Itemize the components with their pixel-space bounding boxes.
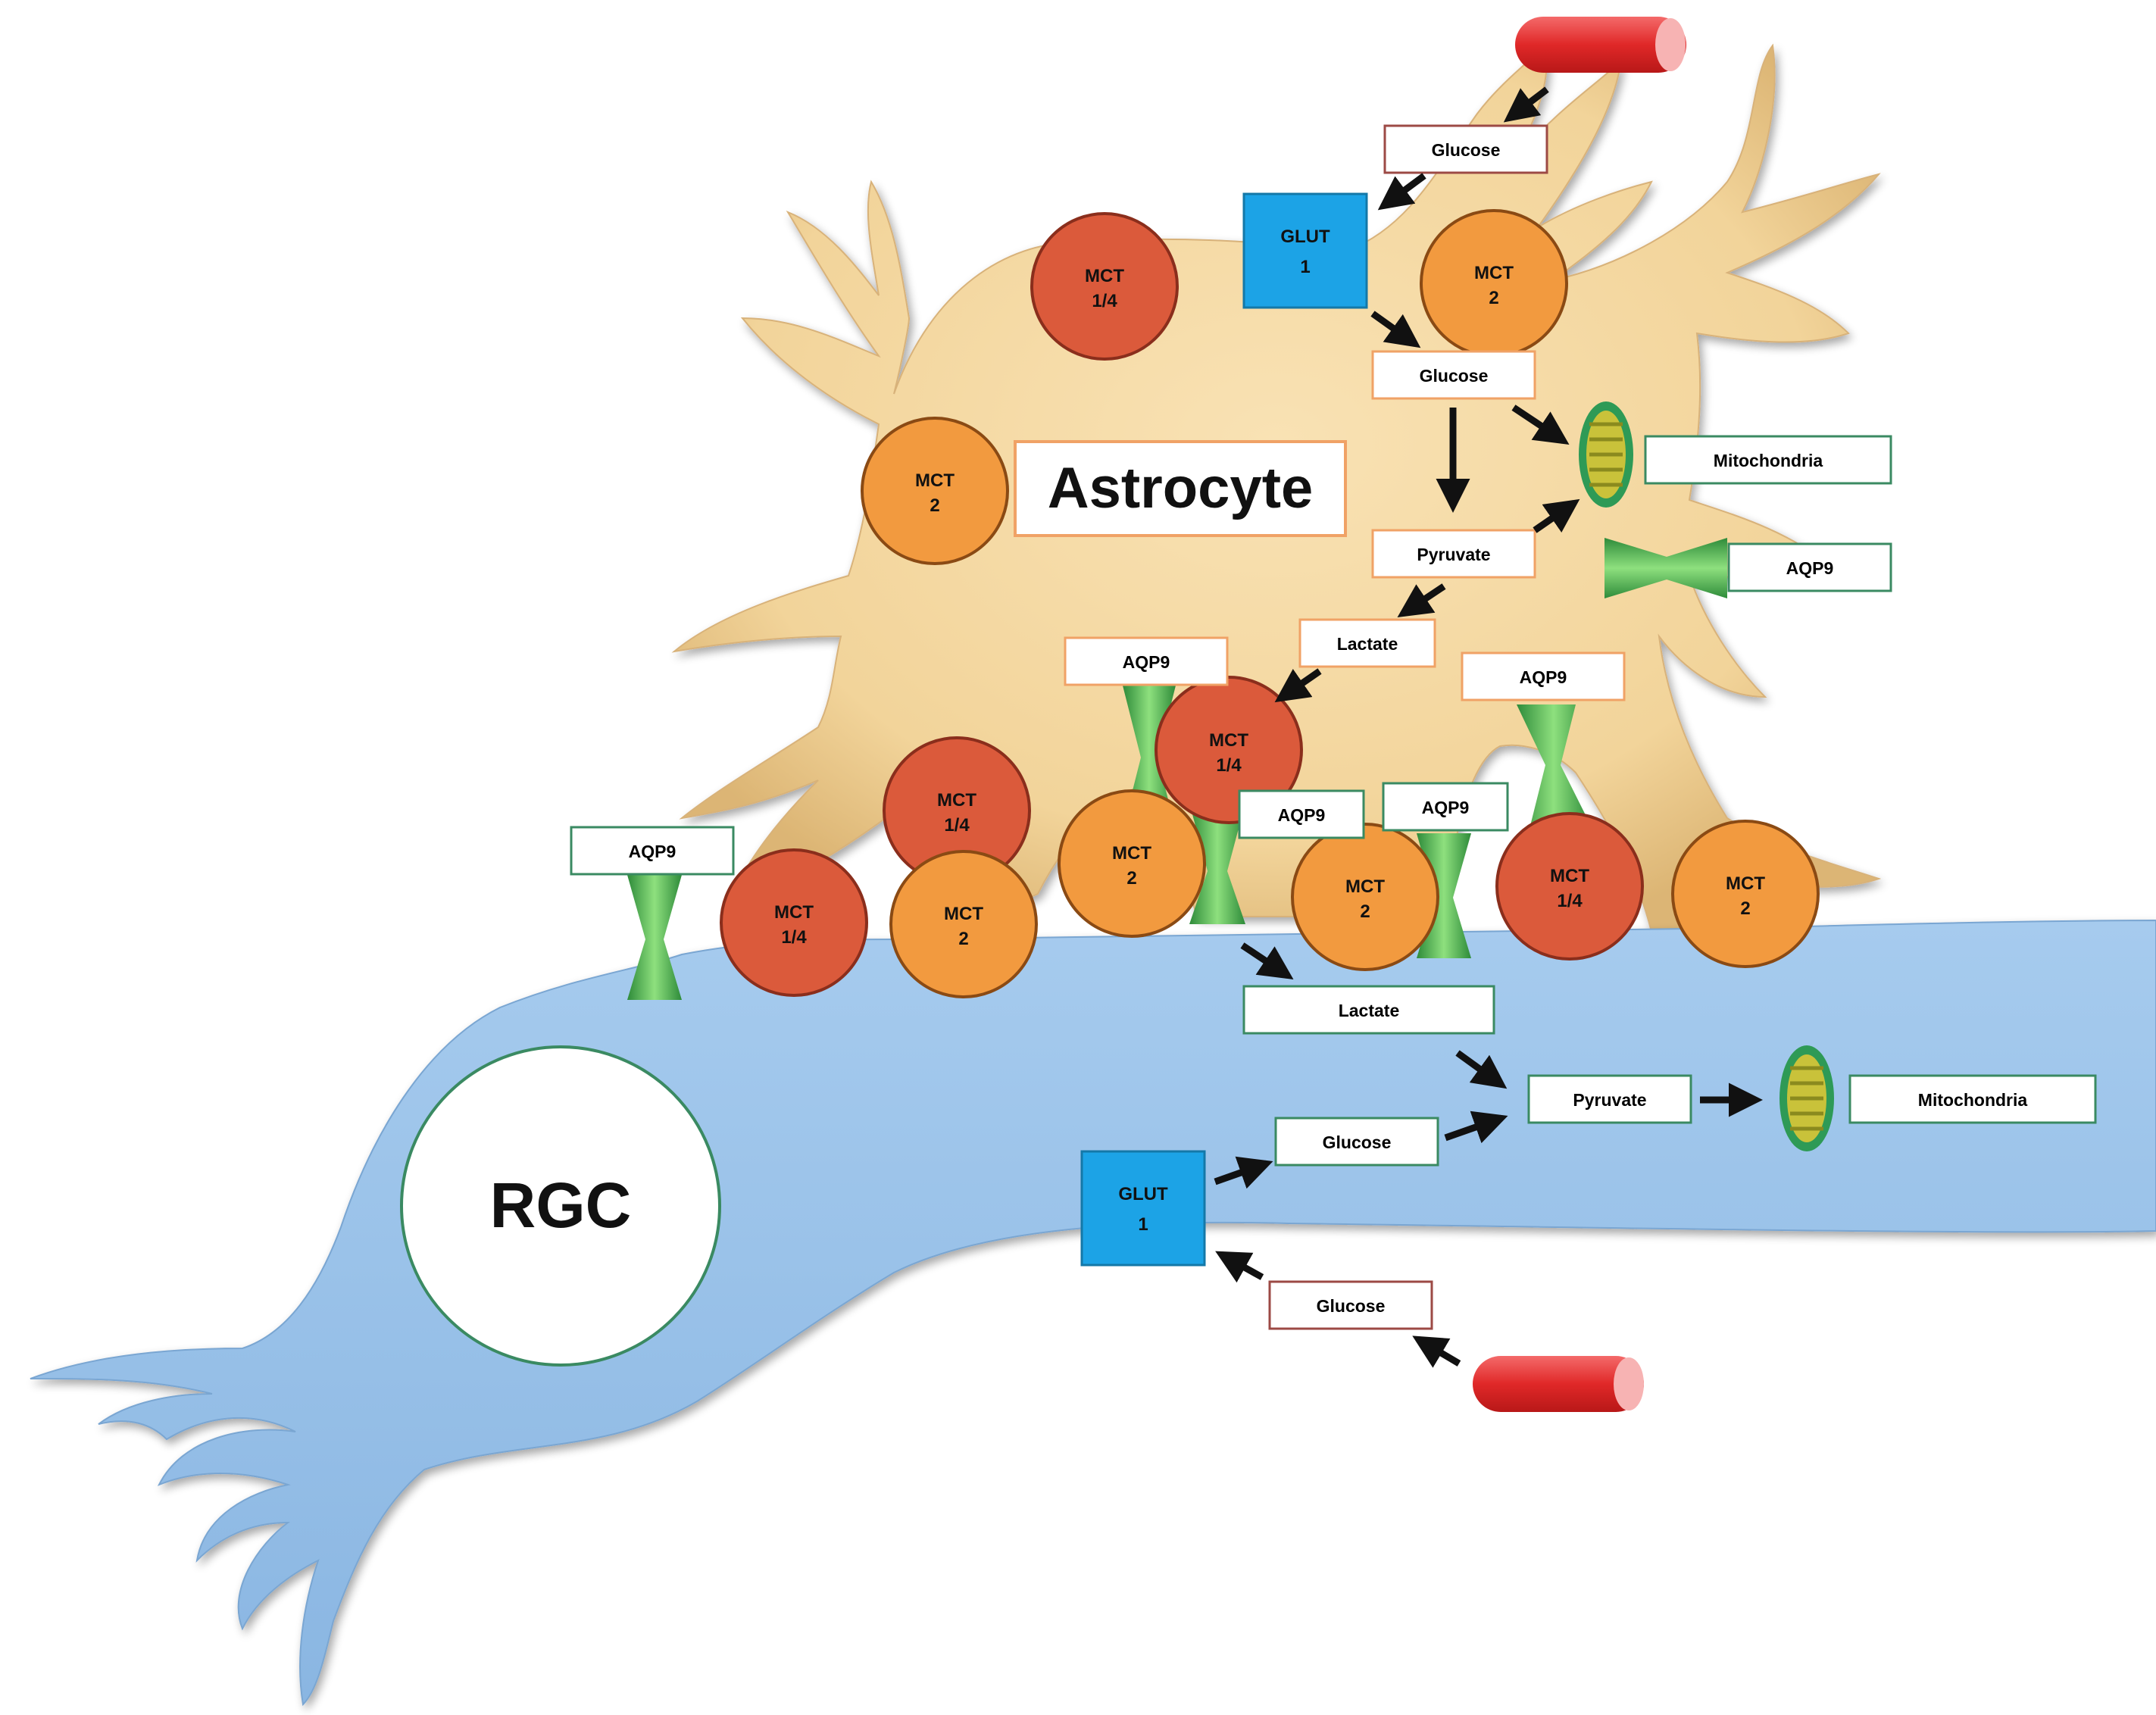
pyruvate-label: Pyruvate xyxy=(1417,545,1490,564)
aqp9-label: AQP9 xyxy=(629,842,676,861)
aqp9-label: AQP9 xyxy=(1422,798,1470,817)
glucose-label: Glucose xyxy=(1420,366,1489,386)
mct-label-line2: 1/4 xyxy=(1092,291,1117,311)
lactate-astrocyte-box: Lactate xyxy=(1298,618,1436,668)
mct2-transporter: MCT 2 xyxy=(1291,823,1439,971)
mct2-transporter: MCT 2 xyxy=(1058,789,1206,938)
mct-label-line2: 1/4 xyxy=(1216,755,1242,776)
astrocyte-label: Astrocyte xyxy=(1048,456,1314,520)
blood-vessel-bottom xyxy=(1473,1356,1644,1412)
mct14-transporter: MCT 1/4 xyxy=(1155,676,1303,824)
lactate-rgc-box: Lactate xyxy=(1242,985,1495,1035)
mitochondria-astrocyte-box: Mitochondria xyxy=(1644,435,1892,485)
mitochondria-rgc-box: Mitochondria xyxy=(1848,1074,2097,1124)
aqp9-label: AQP9 xyxy=(1123,652,1170,672)
glut1-label-line1: GLUT xyxy=(1280,226,1330,247)
glut1-transporter-astrocyte: GLUT 1 xyxy=(1242,192,1368,309)
mct2-transporter: MCT 2 xyxy=(861,417,1009,565)
glucose-label: Glucose xyxy=(1432,140,1501,160)
mitochondria-label: Mitochondria xyxy=(1918,1090,2028,1110)
aqp9-label: AQP9 xyxy=(1786,558,1834,578)
aqp9-left-box: AQP9 xyxy=(570,826,735,876)
mct14-transporter: MCT 1/4 xyxy=(720,848,868,997)
mct14-transporter: MCT 1/4 xyxy=(1495,812,1644,961)
mct-label-line1: MCT xyxy=(944,904,983,924)
mct-label-line1: MCT xyxy=(1209,730,1248,751)
astrocyte-label-box: Astrocyte xyxy=(1014,440,1347,537)
rgc-label: RGC xyxy=(490,1170,632,1241)
mct-label-line1: MCT xyxy=(774,902,814,923)
aqp9-channel xyxy=(1517,704,1591,826)
mct-label-line2: 2 xyxy=(1126,868,1136,889)
mct-label-line1: MCT xyxy=(1726,873,1765,894)
mct-label-line1: MCT xyxy=(937,790,976,811)
mct-label-line2: 2 xyxy=(1489,288,1498,308)
mct-label-line2: 2 xyxy=(1360,901,1370,922)
mitochondria-label: Mitochondria xyxy=(1714,451,1823,470)
glut1-transporter-rgc: GLUT 1 xyxy=(1080,1150,1206,1267)
pyruvate-rgc-box: Pyruvate xyxy=(1527,1074,1692,1124)
pyruvate-astrocyte-box: Pyruvate xyxy=(1371,529,1536,579)
rgc-nucleus: RGC xyxy=(400,1045,721,1367)
aqp9-right-box: AQP9 xyxy=(1727,542,1892,592)
glucose-outside-rgc-box: Glucose xyxy=(1268,1280,1433,1330)
mct-label-line2: 2 xyxy=(958,929,968,949)
glucose-inside-rgc-box: Glucose xyxy=(1274,1117,1439,1167)
mct-label-line2: 1/4 xyxy=(781,927,807,948)
pyruvate-label: Pyruvate xyxy=(1573,1090,1646,1110)
aqp9-center-box: AQP9 xyxy=(1064,636,1229,686)
mct-label-line2: 1/4 xyxy=(1557,891,1583,911)
aqp9-far-box: AQP9 xyxy=(1461,651,1626,701)
pathway-arrows xyxy=(1214,86,1763,1368)
aqp9-mid1-box: AQP9 xyxy=(1238,789,1365,839)
mct14-transporter: MCT 1/4 xyxy=(1030,212,1179,361)
glucose-inside-astrocyte-box: Glucose xyxy=(1371,350,1536,400)
glut1-label-line2: 1 xyxy=(1300,257,1310,277)
mitochondria-rgc xyxy=(1779,1045,1834,1151)
lactate-label: Lactate xyxy=(1337,634,1398,654)
glut1-label-line2: 1 xyxy=(1138,1214,1148,1235)
rgc-cell xyxy=(30,919,2156,1707)
aqp9-channel xyxy=(1605,538,1727,598)
aqp9-label: AQP9 xyxy=(1278,805,1326,825)
mct-label-line1: MCT xyxy=(1085,266,1124,286)
glut1-label-line1: GLUT xyxy=(1118,1184,1168,1204)
mct-label-line1: MCT xyxy=(1474,263,1514,283)
aqp9-channel xyxy=(627,875,682,1000)
aqp9-mid2-box: AQP9 xyxy=(1382,782,1509,832)
mct-label-line1: MCT xyxy=(1112,843,1151,864)
mct2-transporter: MCT 2 xyxy=(889,850,1038,998)
glucose-outside-astrocyte-box: Glucose xyxy=(1383,124,1548,174)
aqp9-channel xyxy=(1189,803,1245,924)
mct-label-line1: MCT xyxy=(1345,876,1385,897)
mct2-transporter: MCT 2 xyxy=(1671,820,1820,968)
mct-label-line1: MCT xyxy=(1550,866,1589,886)
mitochondria-astrocyte xyxy=(1579,401,1633,508)
lactate-label: Lactate xyxy=(1339,1001,1400,1020)
blood-vessel-top xyxy=(1515,17,1686,73)
glucose-label: Glucose xyxy=(1317,1296,1386,1316)
mct-label-line2: 2 xyxy=(1740,898,1750,919)
mct-label-line2: 1/4 xyxy=(944,815,970,836)
mct-label-line2: 2 xyxy=(930,495,939,516)
mct2-transporter: MCT 2 xyxy=(1420,209,1568,358)
aqp9-label: AQP9 xyxy=(1520,667,1567,687)
glucose-label: Glucose xyxy=(1323,1132,1392,1152)
mct-label-line1: MCT xyxy=(915,470,955,491)
